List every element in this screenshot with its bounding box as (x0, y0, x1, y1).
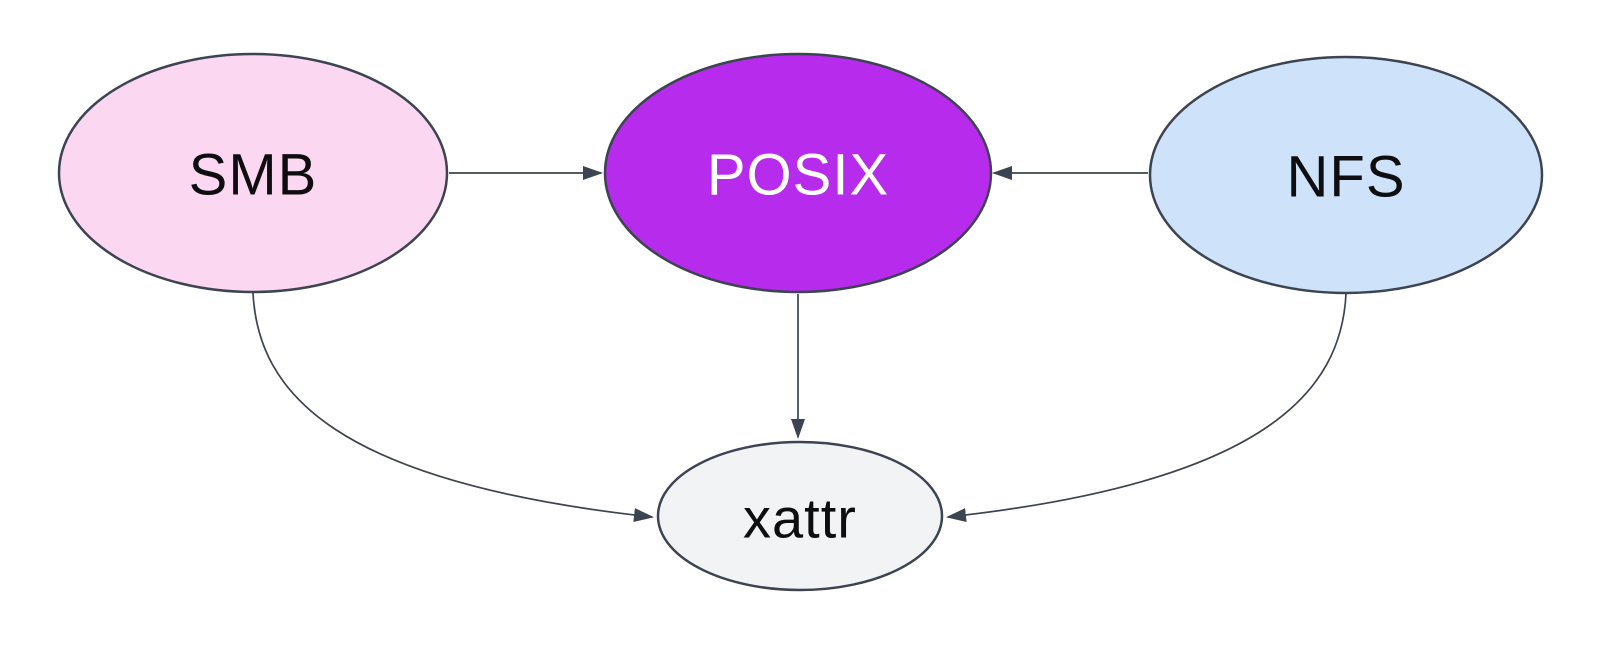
node-nfs-label: NFS (1287, 145, 1406, 210)
node-posix-label: POSIX (707, 143, 889, 208)
node-xattr-label: xattr (743, 487, 857, 550)
node-smb: SMB (57, 52, 449, 294)
node-posix: POSIX (603, 52, 993, 294)
node-xattr: xattr (656, 440, 944, 592)
node-nfs-shape (1148, 55, 1544, 295)
node-smb-label: SMB (189, 143, 318, 208)
node-nfs: NFS (1148, 55, 1544, 295)
edge-nfs-to-xattr (946, 293, 1347, 522)
node-posix-shape (603, 52, 993, 294)
node-smb-shape (57, 52, 449, 294)
edge-smb-to-xattr (252, 292, 654, 523)
node-xattr-shape (656, 440, 944, 592)
